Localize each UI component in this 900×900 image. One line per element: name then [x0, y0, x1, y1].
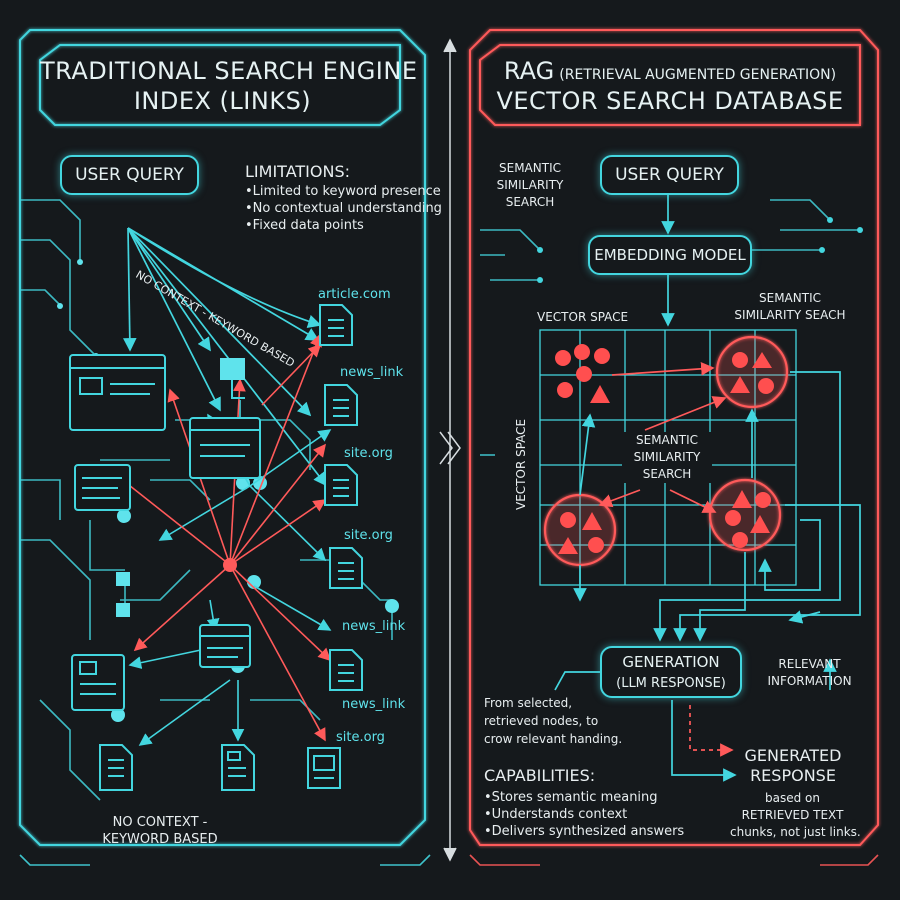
text-line: RELEVANT: [778, 657, 841, 671]
text-line: RESPONSE: [750, 766, 836, 785]
limitations-list: Limited to keyword presence No contextua…: [245, 183, 442, 234]
link-label: news_link: [342, 697, 406, 712]
rag-title: RAG: [503, 57, 555, 85]
text-line: INFORMATION: [767, 674, 852, 688]
limitation-item: Fixed data points: [245, 217, 442, 234]
text-line: retrieved nodes, to: [484, 714, 599, 728]
text-line: SEARCH: [505, 195, 555, 209]
text-line: SIMILARITY SEACH: [734, 308, 846, 322]
capability-item: Stores semantic meaning: [484, 789, 684, 806]
capability-item: Delivers synthesized answers: [484, 823, 685, 840]
link-label: site.org: [336, 730, 385, 745]
right-dots: [537, 217, 863, 283]
relevant-information-label: RELEVANT INFORMATION: [762, 656, 857, 690]
based-on-note: based on RETRIEVED TEXT chunks, not just…: [730, 790, 861, 841]
capabilities-heading: CAPABILITIES:: [484, 766, 596, 785]
text-line: GENERATION: [622, 653, 720, 671]
generation-box: GENERATION (LLM RESPONSE): [600, 646, 742, 698]
left-windows: [69, 354, 261, 711]
query-arrows: [123, 227, 328, 487]
highlight-block: [220, 358, 245, 380]
vector-space-top-label: VECTOR SPACE: [537, 310, 629, 324]
red-hub-node: [223, 558, 237, 572]
right-title-line1: RAG (RETRIEVAL AUGMENTED GENERATION): [480, 56, 860, 90]
text-line: SEARCH: [642, 467, 692, 481]
capability-item: Understands context: [484, 806, 684, 823]
semantic-arrows: [598, 362, 727, 513]
link-label: site.org: [344, 446, 393, 461]
link-label: news_link: [340, 365, 404, 380]
rag-flow: [661, 195, 837, 690]
text-line: chunks, not just links.: [730, 825, 861, 839]
rag-subtitle: (RETRIEVAL AUGMENTED GENERATION): [559, 67, 837, 83]
left-circuitry: [20, 199, 393, 801]
right-title-line2: VECTOR SEARCH DATABASE: [496, 87, 844, 115]
text-line: RETRIEVED TEXT: [741, 808, 844, 822]
semantic-search-top-left: SEMANTIC SIMILARITY SEARCH: [490, 160, 570, 211]
capabilities-list: Stores semantic meaning Understands cont…: [484, 789, 685, 840]
text-line: SEMANTIC: [636, 433, 698, 447]
vector-space-side-label: VECTOR SPACE: [514, 418, 528, 510]
cluster-items: [555, 344, 774, 554]
generation-flow: [554, 671, 737, 782]
left-user-query-box: USER QUERY: [60, 155, 199, 195]
from-selected-note: From selected, retrieved nodes, to crow …: [484, 694, 622, 748]
semantic-search-center: SEMANTIC SIMILARITY SEARCH: [622, 432, 712, 483]
link-label: site.org: [344, 528, 393, 543]
text-line: SEMANTIC: [759, 291, 821, 305]
center-divider: [439, 38, 461, 862]
limitations-heading: LIMITATIONS:: [245, 162, 350, 181]
text-line: SEMANTIC: [499, 161, 561, 175]
bottom-label-line1: NO CONTEXT -: [112, 815, 208, 830]
text-line: (LLM RESPONSE): [616, 676, 726, 691]
left-title-line1: TRADITIONAL SEARCH ENGINE: [40, 57, 418, 85]
semantic-search-top-right: SEMANTIC SIMILARITY SEACH: [715, 290, 865, 324]
right-user-query-box: USER QUERY: [600, 155, 739, 195]
left-panel-frame: [19, 29, 426, 846]
link-label: news_link: [342, 619, 406, 634]
limitation-item: Limited to keyword presence: [245, 183, 442, 200]
link-label: article.com: [318, 287, 391, 302]
doc-icons: [99, 304, 363, 791]
left-title-line2: INDEX (LINKS): [133, 87, 312, 115]
semantic-cyan-arrows: [573, 371, 861, 642]
bottom-label-line2: KEYWORD BASED: [102, 832, 218, 847]
text-line: based on: [765, 791, 820, 805]
right-circuitry: [480, 199, 860, 456]
text-line: From selected,: [484, 696, 573, 710]
generated-response-label: GENERATED RESPONSE: [738, 746, 848, 786]
text-line: GENERATED: [744, 746, 842, 765]
limitation-item: No contextual understanding: [245, 200, 442, 217]
text-line: SIMILARITY: [496, 178, 564, 192]
text-line: crow relevant handing.: [484, 732, 623, 746]
right-panel-frame: [469, 29, 879, 846]
text-line: SIMILARITY: [633, 450, 701, 464]
embedding-model-box: EMBEDDING MODEL: [588, 235, 752, 275]
